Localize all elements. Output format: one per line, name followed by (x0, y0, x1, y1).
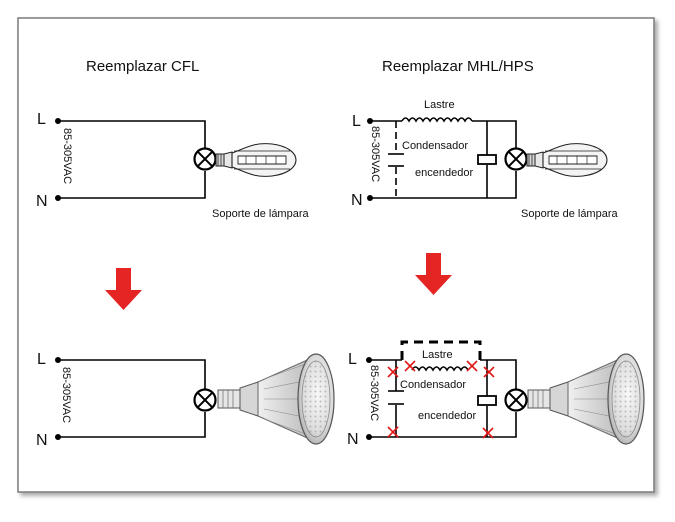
lamp-socket-icon (193, 388, 217, 412)
terminal-n-label: N (36, 193, 48, 210)
bypass-bracket (400, 340, 482, 360)
voltage-label: 85-305VAC (60, 367, 72, 423)
line-wire (58, 120, 206, 148)
capacitor-label: Condensador (400, 379, 466, 391)
voltage-label: 85-305VAC (61, 128, 73, 184)
ballast-label: Lastre (424, 99, 455, 111)
diagram-frame (17, 17, 655, 493)
voltage-label: 85-305VAC (368, 365, 380, 421)
igniter-box (477, 395, 497, 406)
neutral-wire (58, 171, 206, 199)
voltage-label: 85-305VAC (369, 126, 381, 182)
neutral-wire (58, 412, 206, 438)
ballast-label: Lastre (422, 349, 453, 361)
panel-cfl-after: L N 85-305VAC (36, 351, 335, 449)
igniter-label: encendedor (415, 167, 473, 179)
ballast-coil (401, 117, 473, 123)
lamp-socket-icon (504, 147, 528, 171)
terminal-l-label: L (37, 351, 46, 368)
line-wire (58, 359, 206, 389)
lamp-holder-label: Soporte de lámpara (521, 208, 618, 220)
terminal-n-label: N (351, 192, 363, 209)
capacitor-label: Condensador (402, 140, 468, 152)
panel-replace-mhl-hps: Reemplazar MHL/HPS L N 85-305VAC Lastre … (351, 58, 618, 220)
terminal-l-label: L (348, 351, 357, 368)
panel-title-mhl: Reemplazar MHL/HPS (382, 58, 534, 75)
terminal-n-label: N (347, 431, 359, 448)
neutral-wire (369, 412, 517, 438)
down-arrow-icon (105, 268, 142, 310)
lamp-holder-label: Soporte de lámpara (212, 208, 309, 220)
terminal-l-label: L (37, 111, 46, 128)
neutral-wire (370, 171, 517, 199)
lamp-socket-icon (504, 388, 528, 412)
lamp-socket-icon (193, 147, 217, 171)
ballast-coil (411, 366, 469, 372)
line-wire (480, 359, 517, 389)
panel-mhl-after: L N 85-305VAC Lastre Condensador encende… (347, 340, 645, 448)
igniter-box (477, 154, 497, 165)
down-arrow-icon (415, 253, 452, 295)
panel-replace-cfl: Reemplazar CFL L N 85-305VAC Soporte de … (36, 58, 309, 220)
terminal-l-label: L (352, 113, 361, 130)
terminal-n-label: N (36, 432, 48, 449)
igniter-label: encendedor (418, 410, 476, 422)
panel-title-cfl: Reemplazar CFL (86, 58, 199, 75)
